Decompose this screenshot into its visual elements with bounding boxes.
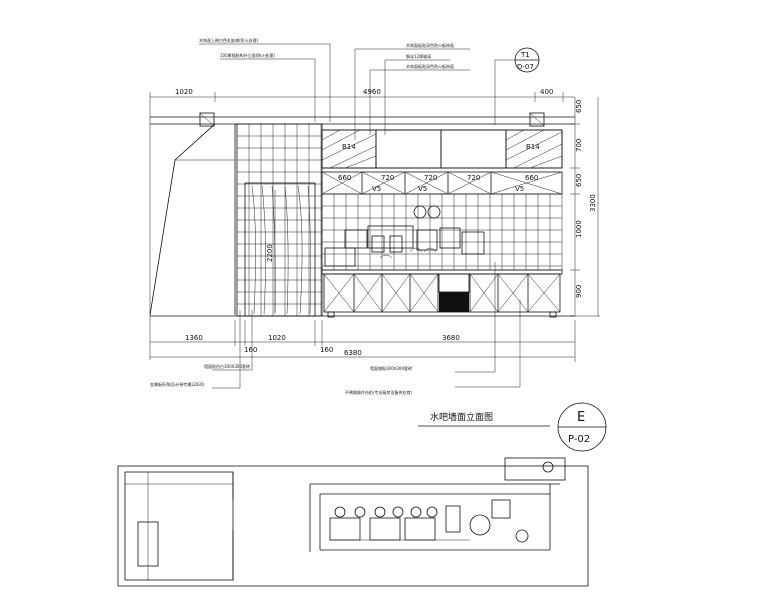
open-shelves: 660 720 720 720 660 V5 V5 V5: [321, 171, 563, 195]
dimension-label: 1000: [575, 220, 583, 238]
annotation-text: 墙面铺贴300X300瓷砖: [370, 365, 412, 371]
dimension-label: 900: [575, 285, 583, 298]
door-height-label: 2200: [266, 244, 274, 262]
overall-height-label: 3300: [589, 194, 597, 212]
annotation-text: 金属板折角设计(带专属LOGO): [150, 381, 205, 387]
dimension-label: 1020: [175, 88, 193, 96]
detail-tag-number: T1: [520, 51, 530, 59]
shelf-dimension: 660: [338, 174, 351, 182]
dimension-label: 1360: [185, 334, 203, 342]
top-dimension-line: 1020 4960 400: [149, 88, 575, 360]
annotation-text: 木饰面板贴深色防火板饰面: [406, 42, 454, 48]
dimension-label: 650: [575, 174, 583, 187]
backsplash-tiles: [321, 193, 563, 271]
total-width-label: 6380: [344, 349, 362, 357]
cabinet-label: B14: [342, 143, 356, 151]
shelf-dimension: 720: [467, 174, 480, 182]
dimension-label: 1020: [268, 334, 286, 342]
ceiling-beam: [150, 112, 575, 127]
dimension-label: 160: [244, 346, 257, 354]
door-opening: 2200: [244, 182, 316, 317]
counter-equipment: [324, 205, 485, 267]
shelf-label: V5: [418, 185, 427, 193]
detail-tag-sheet: D-07: [517, 63, 534, 71]
bottom-dimension-line: 1360 1020 3680 160 160 6380: [150, 320, 576, 362]
annotation-text: 钢化12厚玻璃: [406, 53, 431, 59]
plan-view: [117, 457, 589, 587]
annotation-text: 墙面贴仿古300X300瓷砖: [204, 363, 250, 369]
lower-cabinets: [321, 269, 563, 318]
drawing-title: 水吧墙面立面图: [430, 411, 493, 423]
shelf-dimension: 720: [424, 174, 437, 182]
dimension-label: 160: [320, 346, 333, 354]
dimension-label: 700: [575, 139, 583, 152]
detail-tag: T1 D-07: [494, 47, 540, 125]
upper-cabinets: B14 B14: [321, 129, 563, 169]
drawing-title-block: 水吧墙面立面图 E P-02: [418, 402, 607, 452]
dimension-label: 400: [540, 88, 553, 96]
section-letter: E: [577, 410, 585, 425]
section-sheet: P-02: [568, 434, 590, 445]
cabinet-label: B14: [526, 143, 540, 151]
shelf-label: V5: [372, 185, 381, 193]
shelf-dimension: 660: [525, 174, 538, 182]
dimension-label: 3680: [442, 334, 460, 342]
annotation-text: 木饰面上刷白色乳胶漆(防火处理): [199, 37, 259, 43]
annotation-leaders-bottom: 墙面贴仿古300X300瓷砖 金属板折角设计(带专属LOGO) 墙面铺贴300X…: [150, 262, 521, 395]
left-wall-panel: [149, 123, 236, 316]
tiled-wall: [236, 123, 323, 317]
dimension-label: 650: [575, 100, 583, 113]
shelf-dimension: 720: [381, 174, 394, 182]
shelf-label: V5: [515, 185, 524, 193]
annotation-text: 100厚钢结构外立面(防火处理): [220, 52, 275, 58]
right-dimension-stack: 650 700 650 1000 900 3300: [570, 97, 600, 317]
annotation-text: 木饰面板贴深色防火板饰面: [406, 63, 454, 69]
annotation-leaders-top: 木饰面上刷白色乳胶漆(防火处理) 100厚钢结构外立面(防火处理) 木饰面板贴深…: [199, 37, 470, 140]
dimension-label: 4960: [363, 88, 381, 96]
annotation-text: 不锈钢操作台柜(专业厨房设备供应商): [345, 389, 413, 395]
